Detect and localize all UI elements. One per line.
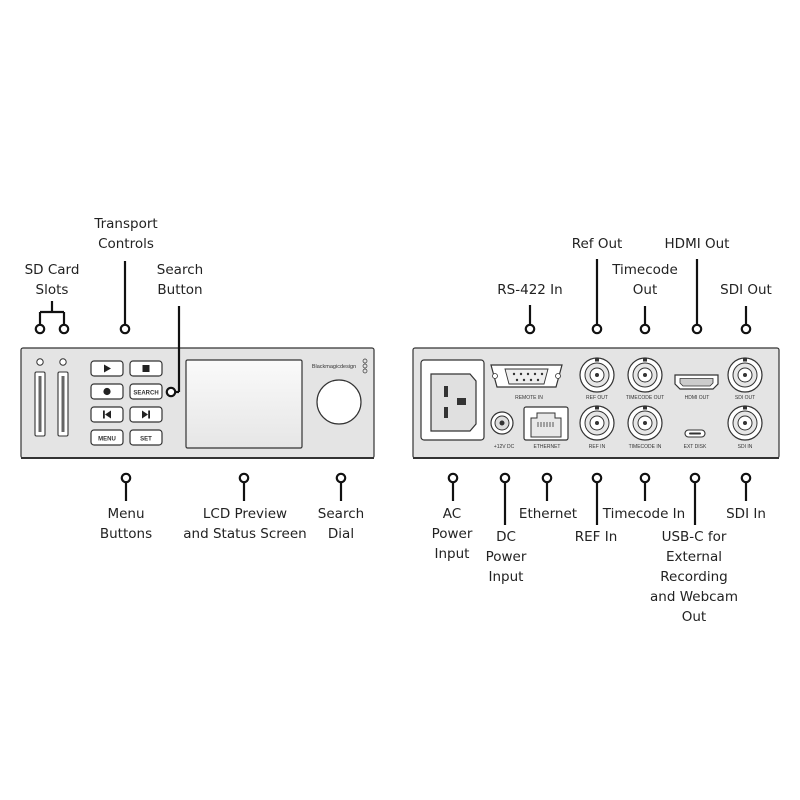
skip-forward-icon <box>142 410 150 419</box>
play-icon <box>104 364 111 373</box>
callout-search-dial: Search Dial <box>317 506 365 542</box>
hdmi-port <box>674 374 719 390</box>
callout-timecode-out: Timecode Out <box>612 262 678 298</box>
usbc-port <box>684 429 706 438</box>
callout-ref-out: Ref Out <box>571 236 623 252</box>
skip-back-icon <box>103 410 111 419</box>
ethernet-port <box>523 406 569 441</box>
record-icon <box>103 387 111 396</box>
callout-ac-power-input: AC Power Input <box>431 506 473 562</box>
menu-button-label: MENU <box>98 437 116 443</box>
callout-ethernet: Ethernet <box>518 506 578 522</box>
callout-transport-controls: Transport Controls <box>94 216 158 252</box>
stop-icon <box>142 365 150 372</box>
sd-slot-led-2 <box>59 358 67 366</box>
ref-out-label: REF OUT <box>586 395 608 401</box>
callout-search-button: Search Button <box>156 262 204 298</box>
callout-timecode-in: Timecode In <box>602 506 686 522</box>
sdi-in-label: SDI IN <box>738 444 753 450</box>
search-dial[interactable] <box>316 379 362 425</box>
bnc-ref-out <box>579 357 615 393</box>
search-button-label: SEARCH <box>133 391 158 397</box>
brand-icon <box>362 358 368 374</box>
callout-sd-card-slots: SD Card Slots <box>24 262 80 298</box>
remote-in-label: REMOTE IN <box>515 395 543 401</box>
sd-card-slots <box>34 371 69 437</box>
front-panel: SEARCH MENU SET Blackmagicdesign <box>20 347 375 459</box>
ext-disk-label: EXT DISK <box>684 444 707 450</box>
rear-leader-lines <box>447 259 752 525</box>
search-button[interactable]: SEARCH <box>129 383 163 400</box>
ethernet-label: ETHERNET <box>534 444 561 450</box>
dc-12v-label: +12V DC <box>494 444 515 450</box>
callout-ref-in: REF In <box>574 529 618 545</box>
menu-button[interactable]: MENU <box>90 429 124 446</box>
bnc-timecode-in <box>627 405 663 441</box>
transport-controls <box>90 360 163 423</box>
bnc-timecode-out <box>627 357 663 393</box>
bnc-sdi-out <box>727 357 763 393</box>
sd-slot-led-1 <box>36 358 44 366</box>
callout-menu-buttons: Menu Buttons <box>99 506 153 542</box>
set-button-label: SET <box>140 437 152 443</box>
brand-logo: Blackmagicdesign <box>312 364 356 370</box>
callout-usbc: USB-C for External Recording and Webcam … <box>650 529 738 625</box>
callout-dc-power-input: DC Power Input <box>485 529 527 585</box>
callout-lcd-preview: LCD Preview and Status Screen <box>183 506 307 542</box>
timecode-out-label: TIMECODE OUT <box>626 395 664 401</box>
bnc-sdi-in <box>727 405 763 441</box>
ref-in-label: REF IN <box>589 444 606 450</box>
timecode-in-label: TIMECODE IN <box>629 444 662 450</box>
set-button[interactable]: SET <box>129 429 163 446</box>
bnc-ref-in <box>579 405 615 441</box>
callout-sdi-out: SDI Out <box>720 282 772 298</box>
rear-panel: REMOTE IN +12V DC ETHERNET R <box>412 347 780 459</box>
callout-rs422-in: RS-422 In <box>497 282 563 298</box>
callout-hdmi-out: HDMI Out <box>664 236 730 252</box>
front-leader-lines <box>34 261 347 501</box>
dc-power-connector <box>490 411 514 435</box>
ac-power-inlet <box>420 359 485 441</box>
hdmi-out-label: HDMI OUT <box>685 395 710 401</box>
rs422-connector <box>490 364 563 388</box>
lcd-screen <box>185 359 303 449</box>
callout-sdi-in: SDI In <box>726 506 766 522</box>
menu-buttons: MENU SET <box>90 429 163 446</box>
sdi-out-label: SDI OUT <box>735 395 755 401</box>
